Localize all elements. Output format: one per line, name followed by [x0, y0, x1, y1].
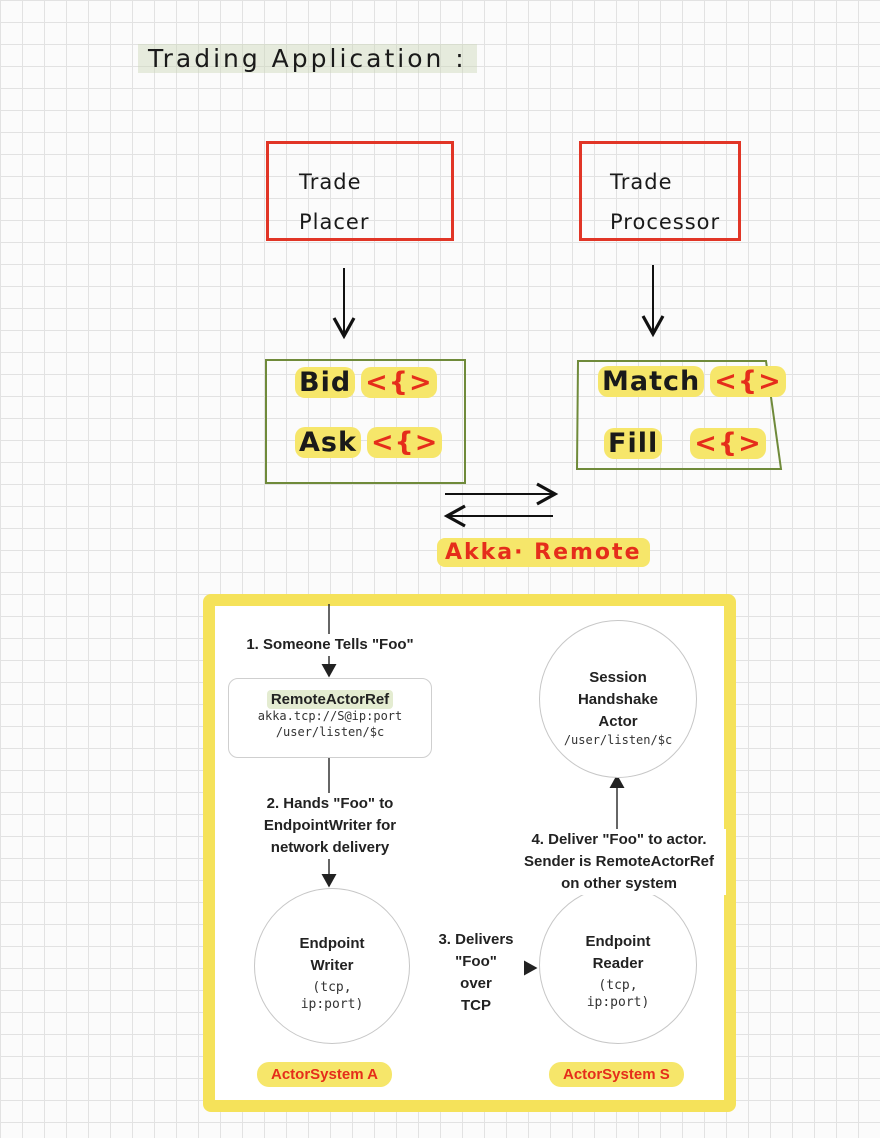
- endpoint-reader-detail: ip:port): [586, 995, 650, 1010]
- remote-actor-ref-title: RemoteActorRef: [266, 690, 394, 709]
- session-actor-path: /user/listen/$c: [563, 733, 673, 747]
- placer-messages-box: Bid<{> Ask<{>: [265, 359, 466, 484]
- trade-processor-label: Trade Processor: [610, 162, 720, 242]
- step-2-line: 2. Hands "Foo" to: [266, 795, 394, 812]
- remote-arrows: [321, 604, 625, 976]
- akka-remote-label: Akka· Remote: [437, 538, 650, 567]
- endpoint-writer-title: Writer: [310, 957, 354, 974]
- step-4-line: on other system: [561, 875, 677, 892]
- trade-processor-box: Trade Processor: [579, 141, 741, 241]
- step-2-line: EndpointWriter for: [263, 817, 397, 834]
- step-2-line: network delivery: [270, 839, 390, 856]
- endpoint-writer-detail: (tcp,: [312, 980, 352, 995]
- session-actor-title: Session: [589, 669, 647, 686]
- remote-actor-ref-box: RemoteActorRef akka.tcp://S@ip:port /use…: [228, 678, 432, 758]
- fill-message: Fill <{>: [604, 428, 766, 459]
- code-icon: <{>: [361, 367, 437, 398]
- trade-processor-line-1: Trade: [610, 170, 673, 194]
- session-actor-title: Handshake: [577, 691, 659, 708]
- trade-placer-label: Trade Placer: [299, 162, 369, 242]
- trade-placer-box: Trade Placer: [266, 141, 454, 241]
- session-actor-title: Actor: [598, 713, 638, 730]
- trade-placer-line-1: Trade: [299, 170, 362, 194]
- diagram-title: Trading Application :: [138, 44, 477, 73]
- step-3-label: 3. Delivers "Foo" over TCP: [428, 929, 524, 1017]
- trade-processor-line-2: Processor: [610, 210, 721, 234]
- ask-message: Ask<{>: [295, 427, 443, 458]
- code-icon: <{>: [710, 366, 786, 397]
- code-icon: <{>: [366, 427, 443, 458]
- match-label: Match: [598, 366, 705, 397]
- endpoint-writer-node: Endpoint Writer (tcp, ip:port): [254, 888, 410, 1044]
- session-handshake-actor-node: Session Handshake Actor /user/listen/$c: [539, 620, 697, 778]
- step-3-line: 3. Delivers: [438, 931, 514, 948]
- endpoint-writer-detail: ip:port): [300, 997, 364, 1012]
- match-message: Match<{>: [598, 366, 786, 397]
- step-4-line: 4. Deliver "Foo" to actor.: [531, 831, 707, 848]
- bid-message: Bid<{>: [295, 367, 437, 398]
- actor-system-a-label: ActorSystem A: [257, 1062, 392, 1087]
- endpoint-reader-node: Endpoint Reader (tcp, ip:port): [539, 886, 697, 1044]
- endpoint-reader-title: Reader: [592, 955, 644, 972]
- step-3-line: TCP: [461, 997, 491, 1014]
- remote-actor-ref-path-1: akka.tcp://S@ip:port: [257, 709, 403, 723]
- endpoint-reader-detail: (tcp,: [598, 978, 638, 993]
- step-3-line: "Foo": [455, 953, 497, 970]
- step-4-label: 4. Deliver "Foo" to actor. Sender is Rem…: [512, 829, 726, 895]
- step-2-label: 2. Hands "Foo" to EndpointWriter for net…: [240, 793, 420, 859]
- step-3-line: over: [460, 975, 492, 992]
- step-4-line: Sender is RemoteActorRef: [523, 853, 715, 870]
- remote-actor-ref-path-2: /user/listen/$c: [275, 725, 385, 739]
- endpoint-writer-title: Endpoint: [299, 935, 365, 952]
- trade-placer-line-2: Placer: [299, 210, 370, 234]
- processor-messages-box: [575, 360, 783, 470]
- upper-connectors: [332, 265, 665, 528]
- bid-label: Bid: [295, 367, 356, 398]
- code-icon: <{>: [690, 428, 766, 459]
- endpoint-reader-title: Endpoint: [585, 933, 651, 950]
- actor-system-s-label: ActorSystem S: [549, 1062, 684, 1087]
- step-1-label: 1. Someone Tells "Foo": [230, 634, 430, 656]
- fill-label: Fill: [604, 428, 663, 459]
- ask-label: Ask: [295, 427, 361, 458]
